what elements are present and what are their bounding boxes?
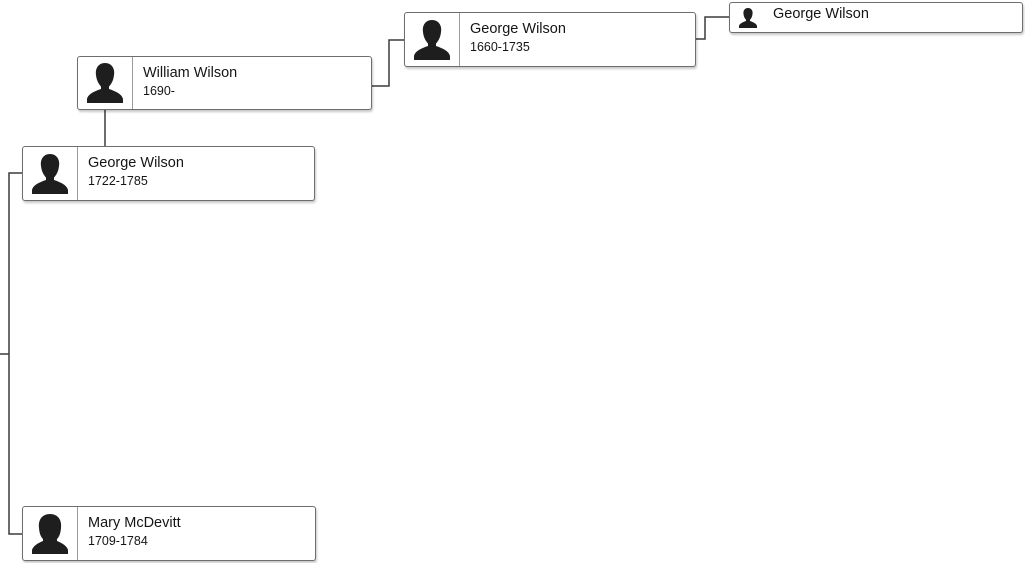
person-dates: 1690- bbox=[143, 84, 175, 98]
person-silhouette-icon bbox=[32, 513, 68, 554]
person-silhouette-icon bbox=[739, 7, 757, 28]
person-name: George Wilson bbox=[88, 155, 184, 171]
person-card-george-wilson-1660[interactable]: George Wilson 1660-1735 bbox=[404, 12, 696, 67]
person-dates: 1660-1735 bbox=[470, 40, 530, 54]
person-dates: 1722-1785 bbox=[88, 174, 148, 188]
photo-frame bbox=[78, 57, 133, 109]
person-card-george-wilson-gen4[interactable]: George Wilson bbox=[729, 2, 1023, 33]
person-silhouette-icon bbox=[87, 63, 123, 103]
person-card-george-wilson-1722[interactable]: George Wilson 1722-1785 bbox=[22, 146, 315, 201]
person-name: Mary McDevitt bbox=[88, 515, 181, 531]
person-name: George Wilson bbox=[773, 6, 869, 22]
person-card-mary-mcdevitt-1709[interactable]: Mary McDevitt 1709-1784 bbox=[22, 506, 316, 561]
connector-william-to-george-1660 bbox=[372, 39, 404, 87]
person-dates: 1709-1784 bbox=[88, 534, 148, 548]
photo-frame bbox=[730, 3, 766, 32]
connector-george-1660-to-george bbox=[696, 16, 729, 40]
photo-frame bbox=[405, 13, 460, 66]
photo-frame bbox=[23, 147, 78, 200]
connector-root-parents bbox=[0, 172, 22, 535]
person-card-william-wilson-1690[interactable]: William Wilson 1690- bbox=[77, 56, 372, 110]
person-name: William Wilson bbox=[143, 65, 238, 81]
person-name: George Wilson bbox=[470, 21, 566, 37]
person-silhouette-icon bbox=[414, 19, 450, 60]
person-silhouette-icon bbox=[32, 153, 68, 194]
photo-frame bbox=[23, 507, 78, 560]
